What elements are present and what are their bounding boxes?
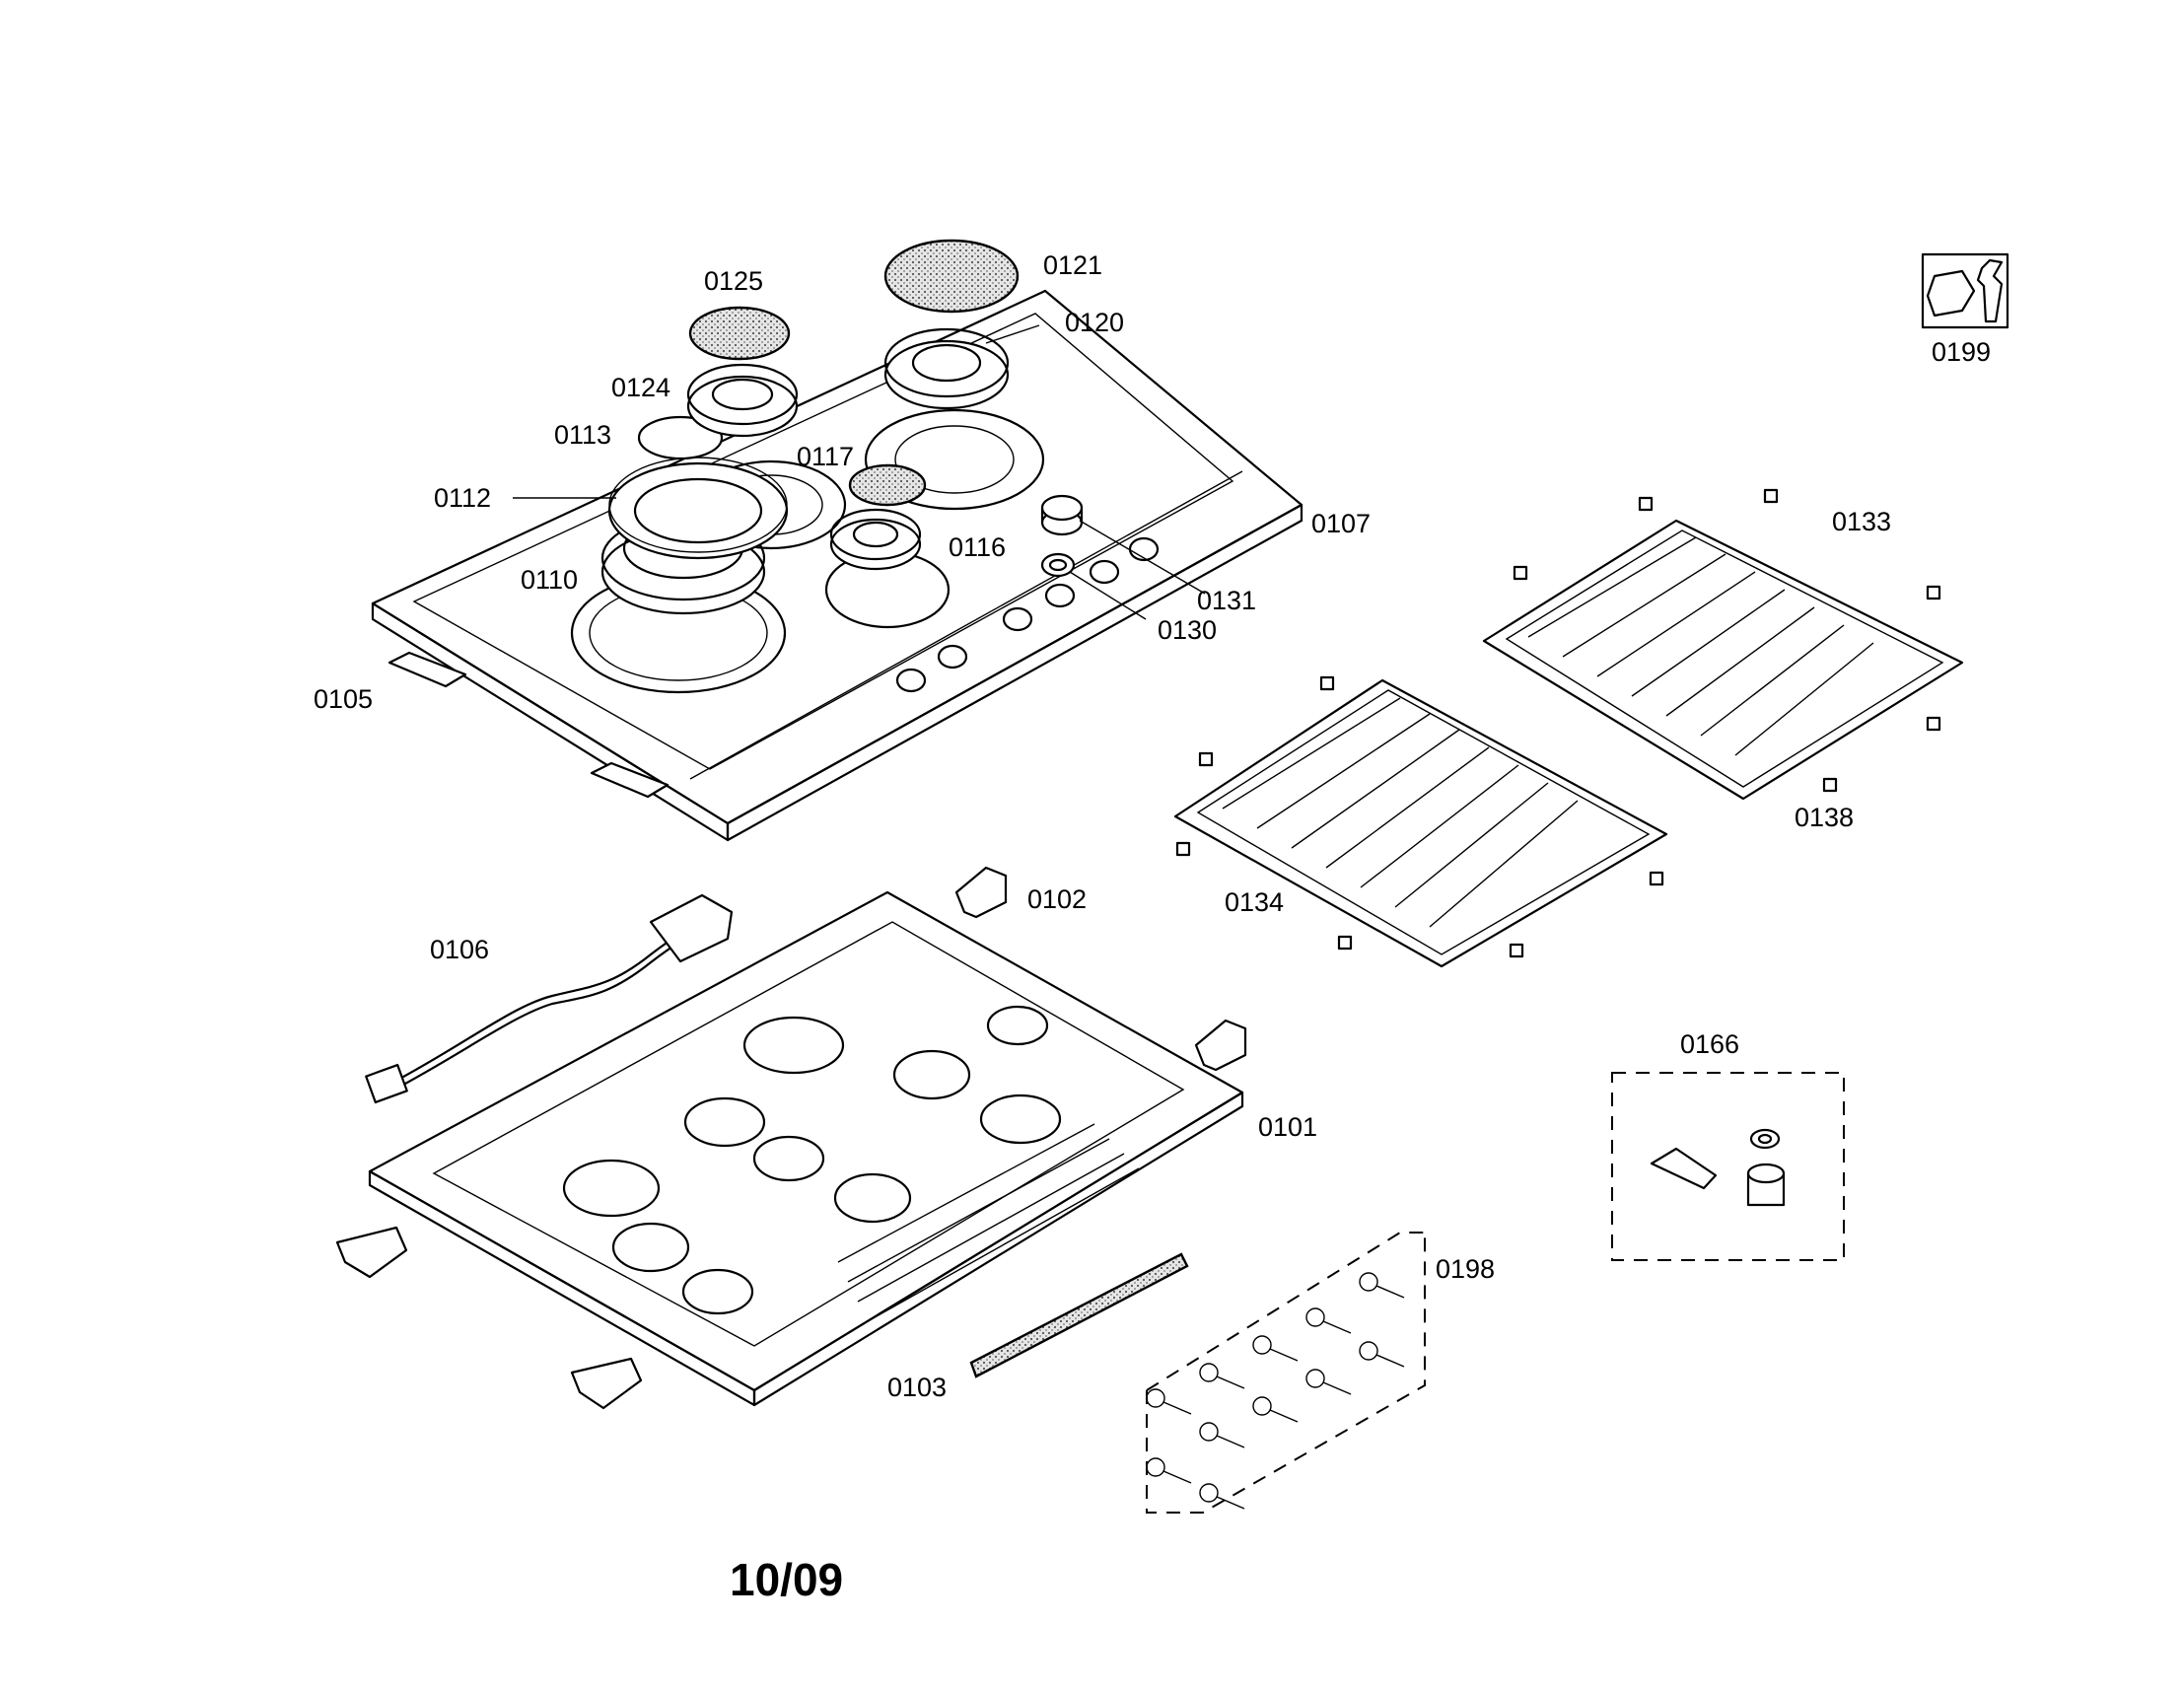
burner-head-0116: [829, 508, 922, 571]
knob-bezel-0130: [1040, 552, 1076, 578]
burner-cap-0113: [637, 415, 724, 460]
label-0133: 0133: [1832, 507, 1891, 536]
screw-kit-0198: [1146, 1232, 1426, 1514]
label-0121: 0121: [1043, 250, 1102, 280]
label-0102: 0102: [1027, 884, 1087, 914]
bottom-tray-0101: [368, 890, 1244, 1407]
cooktop-top-plate: [371, 289, 1303, 842]
leader-lines: [513, 324, 1206, 620]
grate-feet-0138: [1175, 488, 1941, 958]
label-0103: 0103: [887, 1373, 947, 1402]
label-0166: 0166: [1680, 1029, 1739, 1059]
label-0138: 0138: [1795, 803, 1854, 832]
grate-0134: [1173, 678, 1668, 968]
label-0131: 0131: [1197, 586, 1256, 615]
burner-cap-0121[interactable]: [883, 239, 1020, 314]
label-0106: 0106: [430, 935, 489, 964]
burner-cap-0125[interactable]: [688, 306, 791, 361]
grate-0133: [1482, 519, 1964, 801]
label-0117: 0117: [797, 442, 854, 471]
burner-cap-0117[interactable]: [848, 463, 927, 507]
burner-ring-0112: [607, 457, 789, 560]
label-0105: 0105: [314, 684, 373, 714]
mounting-clip-0105: [387, 651, 669, 799]
label-0101: 0101: [1258, 1112, 1317, 1142]
wrench-nut-icon: [1921, 252, 2009, 329]
label-0124: 0124: [611, 373, 670, 402]
label-0134: 0134: [1225, 887, 1284, 917]
label-0130: 0130: [1158, 615, 1217, 645]
tray-clips: [335, 1226, 643, 1410]
gasket-strip-0103: [969, 1252, 1189, 1378]
label-0113: 0113: [554, 420, 611, 450]
date-code: 10/09: [730, 1554, 843, 1605]
burner-head-0124: [686, 363, 799, 438]
label-0107: 0107: [1311, 509, 1371, 538]
conversion-kit-0166: [1611, 1072, 1845, 1261]
label-0125: 0125: [704, 266, 763, 296]
part-labels: 0101 0102 0103 0105 0106 0107 0110 0112 …: [314, 250, 1991, 1605]
bracket-0102: [954, 866, 1247, 1072]
power-cord-0106: [365, 893, 734, 1104]
burner-head-0120: [883, 327, 1010, 410]
label-0116: 0116: [949, 532, 1006, 562]
knob-0131[interactable]: [1040, 494, 1084, 536]
label-0120: 0120: [1065, 308, 1124, 337]
label-0198: 0198: [1436, 1254, 1495, 1284]
label-0112: 0112: [434, 483, 491, 513]
label-0199: 0199: [1932, 337, 1991, 367]
label-0110: 0110: [521, 565, 578, 595]
